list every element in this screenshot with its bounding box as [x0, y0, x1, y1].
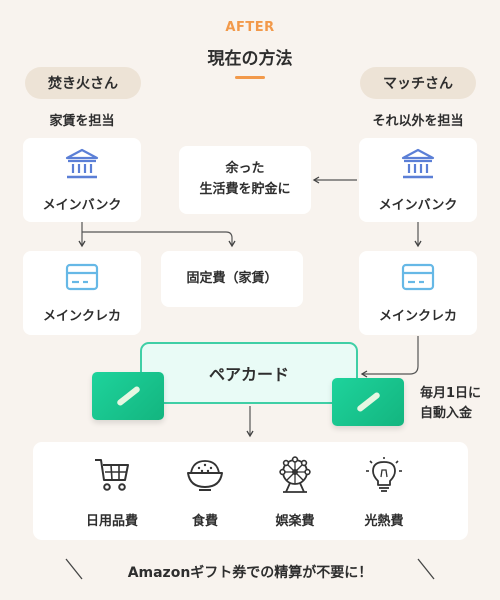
right-person-role: それ以外を担当	[372, 114, 464, 129]
savings-note-line2: 生活費を貯金に	[199, 182, 291, 197]
left-bank-label: メインバンク	[42, 197, 122, 213]
left-bank-card: メインバンク	[23, 138, 141, 222]
page-title: 現在の方法	[207, 49, 293, 69]
spending-item-utilities: 光熱費	[339, 456, 429, 529]
bank-icon	[401, 148, 435, 184]
footer-message: Amazonギフト券での精算が不要に！	[127, 565, 373, 581]
fixed-cost-card: 固定費（家賃）	[161, 251, 303, 307]
left-card-label: メインクレカ	[42, 308, 121, 324]
spending-label-entertainment: 娯楽費	[275, 514, 315, 529]
right-person-name: マッチさん	[383, 76, 453, 92]
savings-note-card: 余った 生活費を貯金に	[179, 146, 311, 214]
left-person-role: 家賃を担当	[49, 114, 115, 129]
auto-deposit-line1: 毎月1日に	[420, 386, 482, 401]
fixed-cost-label: 固定費（家賃）	[186, 270, 278, 286]
left-pair-card-icon	[92, 372, 164, 420]
right-bank-card: メインバンク	[359, 138, 477, 222]
pair-card-label: ペアカード	[208, 365, 289, 384]
left-person-pill: 焚き火さん	[25, 67, 141, 99]
after-label: AFTER	[225, 20, 275, 35]
left-credit-card: メインクレカ	[23, 251, 141, 335]
spending-categories-box: 日用品費 食費	[33, 442, 468, 540]
shopping-cart-icon	[92, 456, 132, 498]
right-card-label: メインクレカ	[378, 308, 457, 324]
spending-item-food: 食費	[160, 456, 250, 529]
spending-label-food: 食費	[191, 514, 218, 529]
spending-label-utilities: 光熱費	[364, 514, 404, 529]
arrow-card-to-pair	[360, 336, 419, 378]
pair-card: ペアカード	[140, 342, 358, 404]
right-pair-card-icon	[332, 378, 404, 426]
spending-item-entertainment: 娯楽費	[250, 456, 340, 529]
right-person-pill: マッチさん	[360, 67, 476, 99]
auto-deposit-note: 毎月1日に 自動入金	[420, 384, 498, 424]
credit-card-icon	[401, 263, 435, 295]
spending-label-daily: 日用品費	[85, 514, 138, 529]
footer-slashes	[65, 558, 435, 580]
arrow-left-bank-to-fixed	[82, 231, 236, 248]
ferris-wheel-icon	[275, 456, 315, 498]
title-underline	[235, 76, 265, 79]
left-person-name: 焚き火さん	[48, 76, 118, 92]
credit-card-icon	[65, 263, 99, 295]
right-credit-card: メインクレカ	[359, 251, 477, 335]
auto-deposit-line2: 自動入金	[420, 406, 473, 422]
right-bank-label: メインバンク	[378, 197, 458, 213]
bank-icon	[65, 148, 99, 184]
rice-bowl-icon	[185, 456, 225, 498]
savings-note-line1: 余った	[225, 161, 265, 177]
light-bulb-icon	[364, 456, 404, 498]
spending-item-daily: 日用品費	[67, 456, 157, 529]
